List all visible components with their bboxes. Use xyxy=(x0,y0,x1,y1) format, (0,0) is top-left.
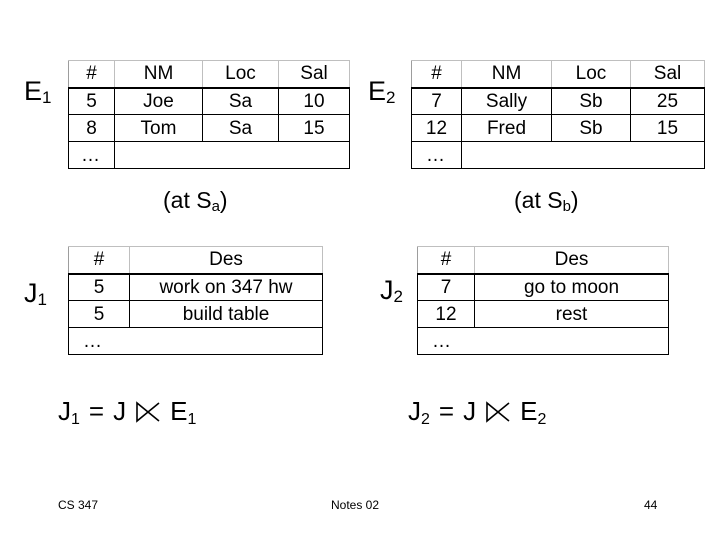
table-j2-r1-c1: rest xyxy=(474,300,669,328)
table-e2-ellipsis-row: … xyxy=(411,141,705,169)
footer-page-number: 44 xyxy=(644,498,658,512)
table-e1-r0-c3: 10 xyxy=(278,87,350,115)
table-e1-col-0: # xyxy=(68,60,115,89)
relation-label-j2-base: J xyxy=(380,275,394,305)
table-e1-ellipsis-row: … xyxy=(68,141,350,169)
natural-join-icon xyxy=(135,401,161,423)
table-e2-ellipsis-filler xyxy=(461,141,705,169)
table-e1-ellipsis-cell: … xyxy=(68,141,115,169)
table-j2-ellipsis-cell: … xyxy=(417,327,669,355)
relation-label-j2-sub: 2 xyxy=(393,287,403,306)
table-e2-ellipsis-cell: … xyxy=(411,141,462,169)
table-e1-r1-c3: 15 xyxy=(278,114,350,142)
table-e1-ellipsis-filler xyxy=(114,141,350,169)
equation-j1-lhs: J1 xyxy=(58,396,80,428)
equation-j1-equals: = xyxy=(88,396,105,426)
relation-label-e1-sub: 1 xyxy=(42,88,52,107)
table-row: 12 Fred Sb 15 xyxy=(411,114,705,142)
relation-label-j1: J1 xyxy=(24,278,47,309)
table-j2-col-0: # xyxy=(417,246,475,275)
relation-label-j2: J2 xyxy=(380,275,403,306)
table-row: 5 work on 347 hw xyxy=(68,273,323,301)
table-row: 7 Sally Sb 25 xyxy=(411,87,705,115)
table-row: 5 Joe Sa 10 xyxy=(68,87,350,115)
table-e2-r0-c3: 25 xyxy=(630,87,705,115)
site-caption-sb-text: (at S xyxy=(514,187,563,213)
table-j1-col-1: Des xyxy=(129,246,323,275)
table-j2-r0-c0: 7 xyxy=(417,273,475,301)
equation-j2-rhs: E2 xyxy=(520,396,547,428)
table-e1-header-row: # NM Loc Sal xyxy=(68,60,350,89)
table-j1-r1-c0: 5 xyxy=(68,300,130,328)
table-j1-r0-c1: work on 347 hw xyxy=(129,273,323,301)
table-e2: # NM Loc Sal 7 Sally Sb 25 12 Fred Sb 15… xyxy=(411,60,705,169)
equation-j1-left-operand: J xyxy=(113,396,127,426)
table-j2-ellipsis-row: … xyxy=(417,327,669,355)
natural-join-icon xyxy=(485,401,511,423)
table-e2-r0-c0: 7 xyxy=(411,87,462,115)
relation-label-e1: E1 xyxy=(24,76,52,107)
table-j1: # Des 5 work on 347 hw 5 build table … xyxy=(68,246,323,355)
table-e2-r0-c2: Sb xyxy=(551,87,631,115)
equation-j2-lhs: J2 xyxy=(408,396,430,428)
table-row: 8 Tom Sa 15 xyxy=(68,114,350,142)
relation-label-e2: E2 xyxy=(368,76,396,107)
table-j1-r0-c0: 5 xyxy=(68,273,130,301)
equation-j2-left-operand: J xyxy=(463,396,477,426)
equation-j1-rhs: E1 xyxy=(170,396,197,428)
site-caption-sb-sub: b xyxy=(562,198,571,215)
table-e1-col-1: NM xyxy=(114,60,203,89)
table-e1-r1-c1: Tom xyxy=(114,114,203,142)
table-e1-r1-c2: Sa xyxy=(202,114,279,142)
table-j2-r0-c1: go to moon xyxy=(474,273,669,301)
table-e2-col-0: # xyxy=(411,60,462,89)
site-caption-sa-tail: ) xyxy=(219,187,228,213)
table-row: 7 go to moon xyxy=(417,273,669,301)
table-e2-col-2: Loc xyxy=(551,60,631,89)
site-caption-sa-sub: a xyxy=(211,198,220,215)
table-j2-r1-c0: 12 xyxy=(417,300,475,328)
table-e2-col-3: Sal xyxy=(630,60,705,89)
equation-j1: J1 = J E1 xyxy=(58,396,197,428)
table-e2-r0-c1: Sally xyxy=(461,87,552,115)
footer-course: CS 347 xyxy=(58,498,99,512)
table-j1-ellipsis-row: … xyxy=(68,327,323,355)
table-e1-r1-c0: 8 xyxy=(68,114,115,142)
table-e1-r0-c1: Joe xyxy=(114,87,203,115)
site-caption-sb: (at Sb) xyxy=(514,187,579,215)
table-j1-ellipsis-cell: … xyxy=(68,327,323,355)
table-e2-r1-c0: 12 xyxy=(411,114,462,142)
equation-j2: J2 = J E2 xyxy=(408,396,547,428)
table-j1-header-row: # Des xyxy=(68,246,323,275)
relation-label-e1-base: E xyxy=(24,76,43,106)
table-e1: # NM Loc Sal 5 Joe Sa 10 8 Tom Sa 15 … xyxy=(68,60,350,169)
table-e2-r1-c3: 15 xyxy=(630,114,705,142)
table-e1-col-3: Sal xyxy=(278,60,350,89)
table-e2-col-1: NM xyxy=(461,60,552,89)
relation-label-e2-sub: 2 xyxy=(386,88,396,107)
table-e2-header-row: # NM Loc Sal xyxy=(411,60,705,89)
table-j1-col-0: # xyxy=(68,246,130,275)
table-e2-r1-c2: Sb xyxy=(551,114,631,142)
table-e2-r1-c1: Fred xyxy=(461,114,552,142)
table-e1-r0-c2: Sa xyxy=(202,87,279,115)
site-caption-sb-tail: ) xyxy=(570,187,579,213)
table-e1-col-2: Loc xyxy=(202,60,279,89)
relation-label-e2-base: E xyxy=(368,76,387,106)
table-j2: # Des 7 go to moon 12 rest … xyxy=(417,246,669,355)
relation-label-j1-sub: 1 xyxy=(37,290,47,309)
site-caption-sa: (at Sa) xyxy=(163,187,228,215)
table-j2-col-1: Des xyxy=(474,246,669,275)
relation-label-j1-base: J xyxy=(24,278,38,308)
table-e1-r0-c0: 5 xyxy=(68,87,115,115)
table-row: 12 rest xyxy=(417,300,669,328)
equation-j2-equals: = xyxy=(438,396,455,426)
table-j1-r1-c1: build table xyxy=(129,300,323,328)
footer-notes: Notes 02 xyxy=(331,498,380,512)
site-caption-sa-text: (at S xyxy=(163,187,212,213)
table-row: 5 build table xyxy=(68,300,323,328)
table-j2-header-row: # Des xyxy=(417,246,669,275)
